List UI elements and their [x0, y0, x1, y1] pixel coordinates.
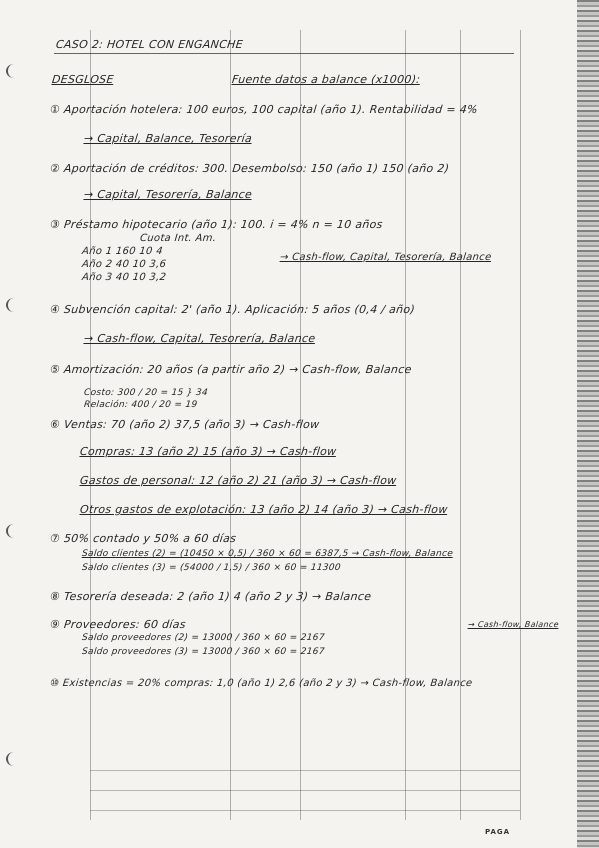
item-line: ⑨ Proveedores: 60 días [49, 618, 187, 631]
item-line: ③ Préstamo hipotecario (año 1): 100. i =… [49, 218, 384, 231]
ruler-line [405, 30, 406, 820]
item-line: ⑧ Tesorería deseada: 2 (año 1) 4 (año 2 … [49, 590, 372, 603]
ruler-line [90, 30, 91, 820]
item-line: Saldo proveedores (3) = 13000 / 360 × 60… [81, 647, 326, 657]
guide-rule [90, 790, 520, 791]
item-line: ⑤ Amortización: 20 años (a partir año 2)… [49, 363, 413, 376]
item-line: Otros gastos de explotación: 13 (año 2) … [79, 503, 449, 516]
loan-table-header: Cuota Int. Am. [139, 233, 217, 244]
item-line: → Capital, Tesorería, Balance [83, 188, 253, 201]
item-line: Saldo proveedores (2) = 13000 / 360 × 60… [81, 633, 326, 643]
item-line: ⑦ 50% contado y 50% a 60 días [49, 532, 237, 545]
binder-hole [6, 752, 22, 766]
item-line: ④ Subvención capital: 2' (año 1). Aplica… [49, 303, 416, 316]
binder-hole [6, 298, 22, 312]
loan-table-row: Año 3 40 10 3,2 [81, 272, 167, 283]
loan-table-row: Año 2 40 10 3,6 [81, 259, 167, 270]
breakdown-label: DESGLOSE [51, 73, 115, 86]
ruler-line [520, 30, 521, 820]
binder-hole [6, 524, 22, 538]
item-line: ⑩ Existencias = 20% compras: 1,0 (año 1)… [49, 678, 473, 689]
item-line: → Cash-flow, Balance [467, 620, 560, 629]
item-line: Gastos de personal: 12 (año 2) 21 (año 3… [79, 474, 398, 487]
ruler-line [460, 30, 461, 820]
case-title: CASO 2: HOTEL CON ENGANCHE [55, 38, 244, 51]
ruler-line [230, 30, 231, 820]
item-line: ② Aportación de créditos: 300. Desembols… [49, 162, 450, 175]
item-line: → Cash-flow, Capital, Tesorería, Balance [83, 332, 317, 345]
loan-table-row: Año 1 160 10 4 [81, 246, 164, 257]
item-line: Relación: 400 / 20 = 19 [83, 400, 198, 410]
footer-label: PAGA [485, 828, 511, 836]
source-label: Fuente datos a balance (x1000): [231, 73, 421, 86]
item-line: Costo: 300 / 20 = 15 } 34 [83, 388, 209, 398]
header-rule [54, 53, 514, 54]
item-line: → Cash-flow, Capital, Tesorería, Balance [279, 252, 493, 263]
guide-rule [90, 810, 520, 811]
binder-hole [6, 64, 22, 78]
guide-rule [90, 770, 520, 771]
scan-edge [577, 0, 599, 848]
item-line: Saldo clientes (2) = (10450 × 0,5) / 360… [81, 549, 454, 559]
binder-holes [6, 0, 46, 848]
item-line: Saldo clientes (3) = (54000 / 1,5) / 360… [81, 563, 342, 573]
ruler-line [300, 30, 301, 820]
item-line: Compras: 13 (año 2) 15 (año 3) → Cash-fl… [79, 445, 338, 458]
item-line: ① Aportación hotelera: 100 euros, 100 ca… [49, 103, 479, 116]
item-line: → Capital, Balance, Tesorería [83, 132, 253, 145]
item-line: ⑥ Ventas: 70 (año 2) 37,5 (año 3) → Cash… [49, 418, 321, 431]
